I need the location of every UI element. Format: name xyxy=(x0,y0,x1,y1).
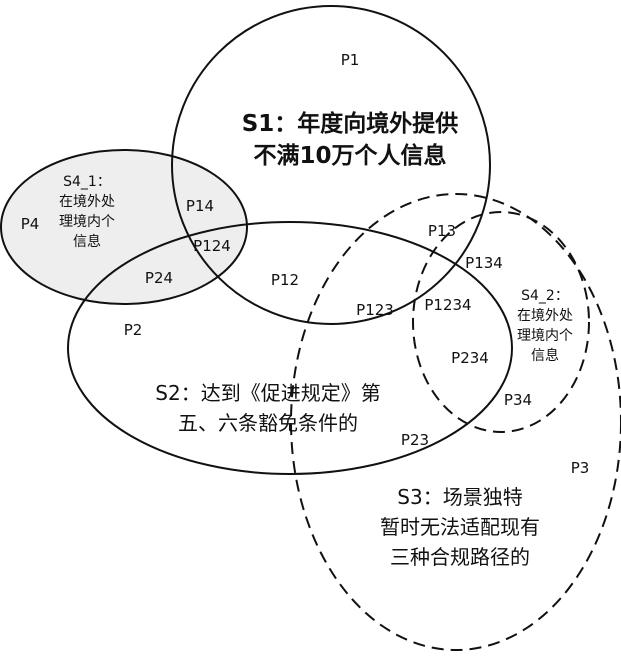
region-p34: P34 xyxy=(503,391,533,409)
region-p234: P234 xyxy=(451,349,489,367)
s2-label-line2: 五、六条豁免条件的 xyxy=(177,411,358,435)
region-p124: P124 xyxy=(193,237,231,255)
s2-label: S2：达到《促进规定》第 五、六条豁免条件的 xyxy=(155,378,380,438)
region-p24: P24 xyxy=(144,269,174,287)
s4-1-label-line1: S4_1： xyxy=(63,174,111,190)
region-p1234: P1234 xyxy=(424,296,472,314)
s2-label-line1: S2：达到《促进规定》第 xyxy=(155,381,381,405)
s4-1-label-line4: 信息 xyxy=(73,234,101,250)
region-p23: P23 xyxy=(400,431,430,449)
s1-label-line1: S1：年度向境外提供 xyxy=(241,111,459,137)
region-p134: P134 xyxy=(465,254,503,272)
s4-2-label-line2: 在境外处 xyxy=(517,308,573,324)
region-p12: P12 xyxy=(270,271,300,289)
region-p4: P4 xyxy=(20,215,40,233)
s4-2-label: S4_2： 在境外处 理境内个 信息 xyxy=(517,286,573,366)
region-p123: P123 xyxy=(356,301,394,319)
region-p1: P1 xyxy=(340,51,360,69)
set-s3-ellipse xyxy=(290,193,621,651)
s1-label-line2: 不满10万个人信息 xyxy=(253,143,447,169)
region-p3: P3 xyxy=(570,459,590,477)
s3-label-line2: 暂时无法适配现有 xyxy=(380,515,540,539)
region-p2: P2 xyxy=(123,321,143,339)
s4-2-label-line4: 信息 xyxy=(531,348,559,364)
set-s4-2-ellipse xyxy=(412,211,590,433)
s4-2-label-line1: S4_2： xyxy=(521,288,569,304)
s3-label-line1: S3：场景独特 xyxy=(397,485,523,509)
set-s2-ellipse xyxy=(67,221,513,475)
set-s4-1-ellipse xyxy=(0,149,248,305)
s4-1-label-line3: 理境内个 xyxy=(59,214,115,230)
s4-1-label: S4_1： 在境外处 理境内个 信息 xyxy=(59,172,115,252)
set-s1-circle xyxy=(171,5,491,325)
region-p13: P13 xyxy=(427,222,457,240)
s3-label: S3：场景独特 暂时无法适配现有 三种合规路径的 xyxy=(380,482,540,572)
s4-2-label-line3: 理境内个 xyxy=(517,328,573,344)
s4-1-label-line2: 在境外处 xyxy=(59,194,115,210)
s3-label-line3: 三种合规路径的 xyxy=(390,545,530,569)
s1-label: S1：年度向境外提供 不满10万个人信息 xyxy=(242,108,459,172)
region-p14: P14 xyxy=(185,197,215,215)
